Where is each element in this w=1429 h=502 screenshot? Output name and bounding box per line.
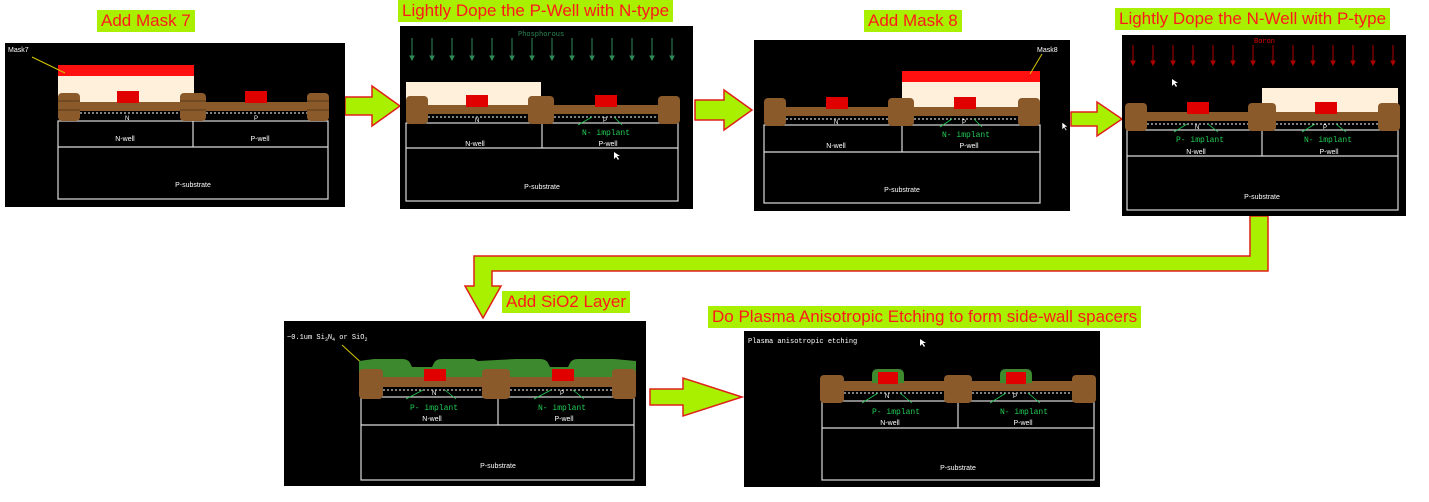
svg-text:P-well: P-well (598, 141, 618, 148)
svg-text:P: P (603, 118, 607, 124)
svg-text:N- implant: N- implant (1304, 136, 1352, 145)
panel-add-sio2: ~0.1um Si3N4 or SiO2 N P P- implant N- i… (284, 321, 646, 486)
arrow-right-3 (1070, 100, 1124, 138)
phosphorous-arrows (409, 38, 675, 62)
svg-text:P-well: P-well (1013, 420, 1033, 427)
region-n: N (125, 116, 129, 122)
mask8-label: Mask8 (1037, 47, 1058, 54)
p-implant-label: P- implant (1176, 136, 1224, 145)
arrow-right-1 (344, 84, 402, 128)
title-add-mask-7: Add Mask 7 (97, 10, 195, 32)
panel-plasma-etching: Plasma anisotropic etching N P P- implan… (744, 331, 1100, 487)
mask7-label: Mask7 (8, 47, 29, 54)
n-well-label: N-well (115, 136, 135, 143)
svg-text:N- implant: N- implant (942, 131, 990, 140)
svg-text:P-substrate: P-substrate (884, 187, 920, 194)
svg-text:P- implant: P- implant (872, 408, 920, 417)
arrow-right-4 (649, 376, 745, 418)
gate-poly-p (245, 91, 267, 103)
svg-text:N: N (885, 394, 889, 400)
panel-add-mask-8: N P N- implant Mask8 N-well P-well P-sub… (754, 40, 1070, 211)
cursor (614, 152, 620, 160)
mask8-layer (902, 71, 1040, 82)
svg-text:P-substrate: P-substrate (940, 465, 976, 472)
n-implant-label: N- implant (582, 129, 630, 138)
svg-text:N-well: N-well (1186, 149, 1206, 156)
svg-text:N-well: N-well (422, 416, 442, 423)
title-dope-n-well: Lightly Dope the N-Well with P-type (1115, 8, 1391, 30)
boron-label: Boron (1254, 38, 1275, 46)
page-cursor (1061, 121, 1069, 132)
svg-text:P-well: P-well (1319, 149, 1339, 156)
svg-text:P: P (1013, 394, 1017, 400)
arrow-return (463, 215, 1269, 320)
p-well-label: P-well (250, 136, 270, 143)
field-oxide-mid (180, 93, 206, 121)
svg-text:P: P (1323, 125, 1327, 131)
cursor (1172, 79, 1178, 87)
cursor (920, 339, 926, 347)
svg-text:P: P (560, 391, 564, 397)
svg-text:N: N (834, 120, 838, 126)
svg-text:N-well: N-well (465, 141, 485, 148)
svg-text:P-substrate: P-substrate (1244, 194, 1280, 201)
arrow-right-2 (694, 88, 754, 132)
gate-poly-n (117, 91, 139, 103)
svg-text:N: N (1195, 125, 1199, 131)
svg-text:P-substrate: P-substrate (480, 463, 516, 470)
svg-text:P-well: P-well (554, 416, 574, 423)
title-plasma-etching: Do Plasma Anisotropic Etching to form si… (708, 306, 1142, 328)
title-add-mask-8: Add Mask 8 (864, 10, 962, 32)
svg-text:N- implant: N- implant (1000, 408, 1048, 417)
title-dope-p-well: Lightly Dope the P-Well with N-type (398, 0, 674, 22)
svg-text:P-well: P-well (959, 143, 979, 150)
svg-text:N-well: N-well (826, 143, 846, 150)
svg-text:N: N (475, 118, 479, 124)
phosphorous-label: Phosphorous (518, 31, 564, 39)
boron-arrows (1130, 45, 1396, 67)
plasma-note: Plasma anisotropic etching (748, 338, 857, 346)
p-substrate-label: P-substrate (175, 182, 211, 189)
svg-text:N- implant: N- implant (538, 404, 586, 413)
panel-dope-n-well: Boron N P P- implant N- implant N-well P… (1122, 35, 1406, 216)
mask8-pointer (1029, 53, 1043, 75)
field-oxide-left (58, 93, 80, 121)
svg-text:N: N (432, 391, 436, 397)
title-add-sio2-layer: Add SiO2 Layer (502, 291, 631, 313)
region-p: P (254, 116, 258, 122)
svg-text:P-substrate: P-substrate (524, 184, 560, 191)
mask7-pointer (31, 56, 66, 74)
mask7-layer (58, 65, 194, 76)
field-oxide-right (307, 93, 329, 121)
panel-add-mask-7: N P Mask7 N-well P-well P-substrate (5, 43, 345, 207)
svg-text:N-well: N-well (880, 420, 900, 427)
svg-text:P: P (962, 120, 966, 126)
oxide-note: ~0.1um Si3N4 or SiO2 (287, 334, 367, 343)
svg-text:P- implant: P- implant (410, 404, 458, 413)
panel-dope-p-well: Phosphorous N P N- implant N-well P-well… (400, 26, 693, 209)
